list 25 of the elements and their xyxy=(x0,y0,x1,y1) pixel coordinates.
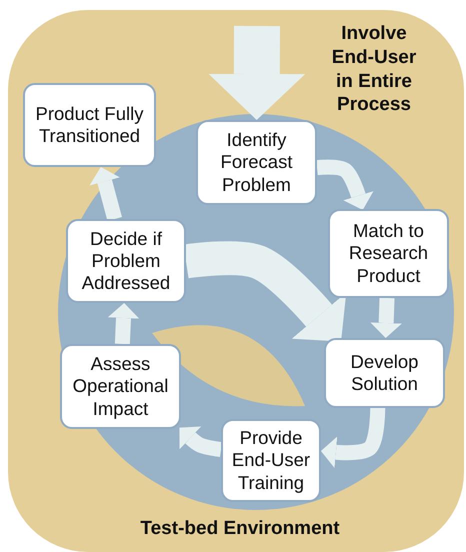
step-label: Match to Research Product xyxy=(348,220,430,287)
step-label: Assess Operational Impact xyxy=(72,353,170,420)
process-box xyxy=(221,419,321,502)
arrow xyxy=(320,408,386,468)
process-box xyxy=(60,344,181,429)
process-box xyxy=(66,219,186,303)
arrow xyxy=(184,241,346,342)
step-label: Provide End-User Training xyxy=(230,427,312,494)
arrow xyxy=(108,303,140,344)
background-panel xyxy=(8,10,464,552)
process-box xyxy=(324,338,445,408)
step-label: Decide if Problem Addressed xyxy=(80,228,172,294)
arrow xyxy=(316,160,374,210)
process-box xyxy=(196,120,317,205)
step-label: Identify Forecast Problem xyxy=(220,129,294,196)
arrow xyxy=(179,426,222,457)
process-box xyxy=(23,83,156,167)
step-label: Develop Solution xyxy=(350,350,420,396)
arrow xyxy=(208,26,306,120)
arrow xyxy=(89,167,122,221)
arrow xyxy=(370,298,402,338)
panel-title: Involve End-User in Entire Process xyxy=(330,22,418,117)
panel-title: Test-bed Environment xyxy=(139,517,341,541)
step-label: Product Fully Transitioned xyxy=(34,102,144,148)
process-box xyxy=(328,209,449,298)
